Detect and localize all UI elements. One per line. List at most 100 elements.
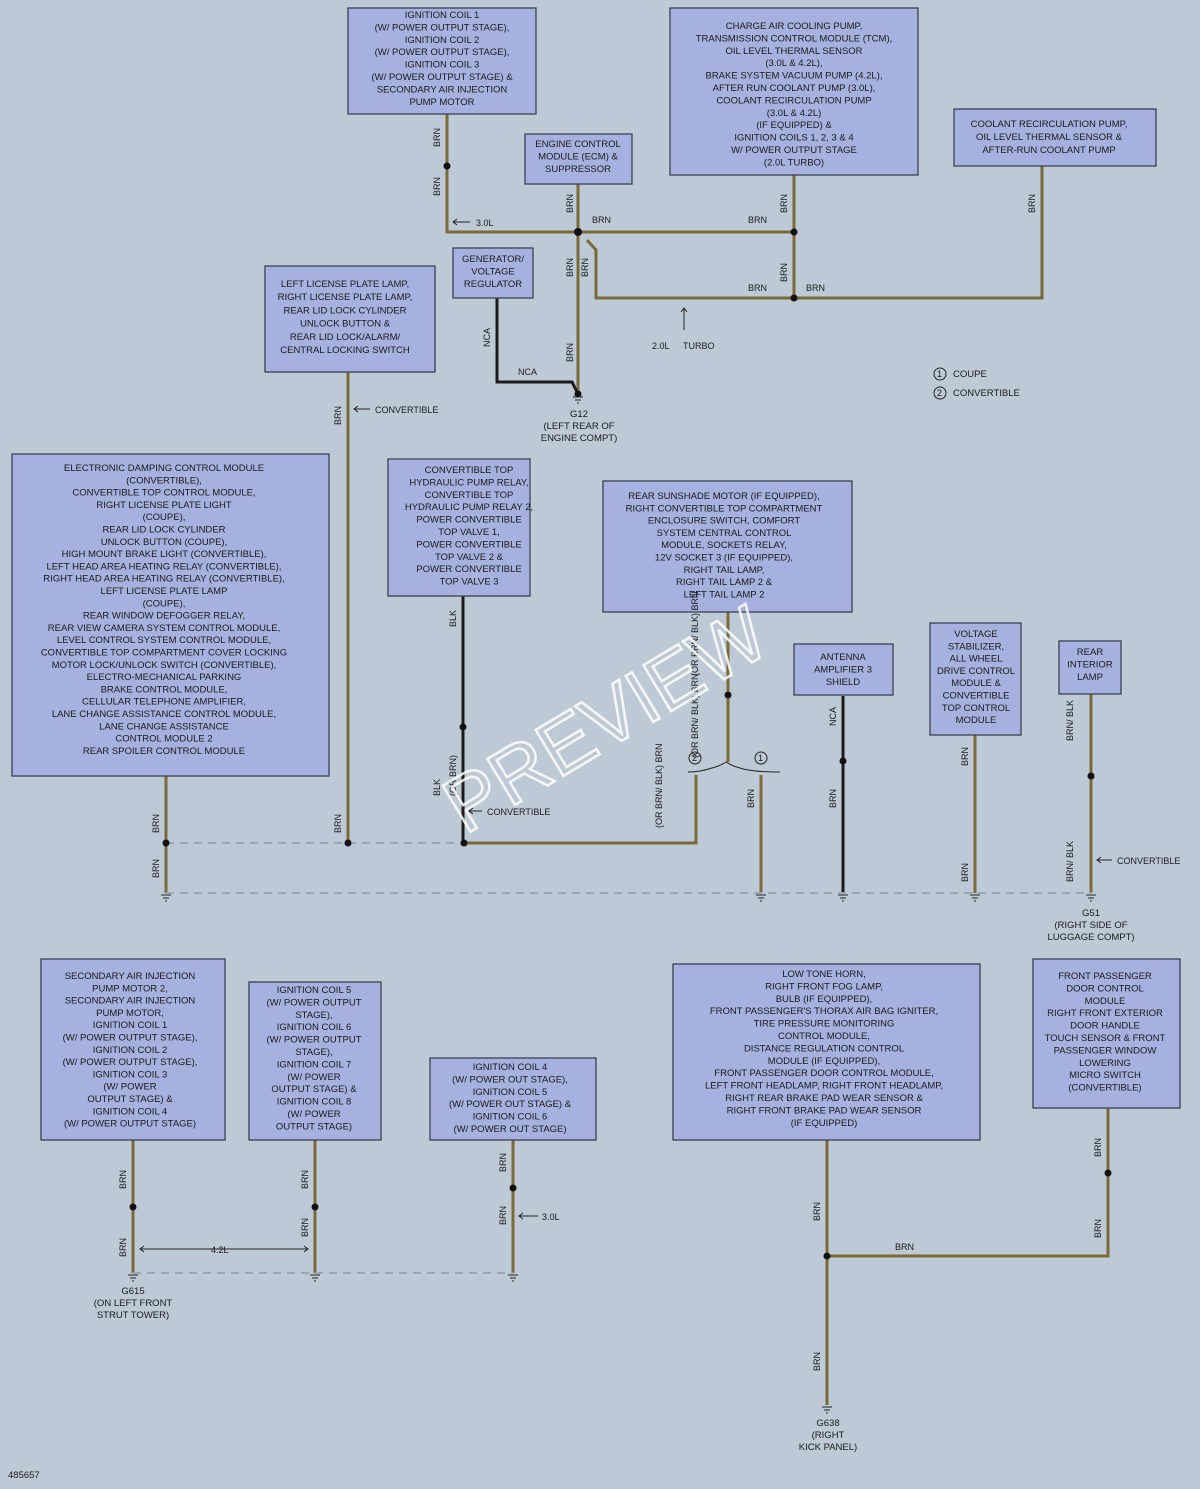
box-text-line: (W/ POWER <box>287 1072 340 1083</box>
box-text-line: BRAKE CONTROL MODULE, <box>101 684 228 695</box>
box-text-line: TOP VALVE 3 <box>440 577 499 588</box>
option-label-convertible: CONVERTIBLE <box>1117 856 1180 866</box>
wire-label: BRN <box>498 1153 508 1172</box>
box-text-line: OIL LEVEL THERMAL SENSOR & <box>976 132 1123 143</box>
box-text-line: LEFT FRONT HEADLAMP, RIGHT FRONT HEADLAM… <box>705 1081 943 1092</box>
box-text-line: IGNITION COIL 6 <box>277 1022 352 1033</box>
box-text-line: SYSTEM CENTRAL CONTROL <box>657 528 792 539</box>
option-number: 2 <box>692 753 697 763</box>
label-ignition-coil-4: IGNITION COIL 4(W/ POWER OUT STAGE),IGNI… <box>449 1062 572 1135</box>
box-text-line: MOTOR LOCK/UNLOCK SWITCH (CONVERTIBLE), <box>52 660 277 671</box>
option-label-3-0l: 3.0L <box>476 218 494 228</box>
wire-label: BRN <box>300 1218 310 1237</box>
ground-text-line: G12 <box>570 409 588 420</box>
wire-label: BRN <box>828 789 838 808</box>
box-text-line: MICRO SWITCH <box>1069 1070 1141 1081</box>
legend: 1 COUPE 2 CONVERTIBLE <box>933 367 1020 400</box>
box-text-line: (IF EQUIPPED) & <box>756 120 832 131</box>
ground-symbol-damping <box>161 894 171 902</box>
box-text-line: (2.0L TURBO) <box>764 157 824 168</box>
box-text-line: MODULE (ECM) & <box>538 152 618 163</box>
option-label-4-2l: 4.2L <box>211 1245 229 1255</box>
box-text-line: SUPPRESSOR <box>545 164 611 175</box>
box-text-line: TRANSMISSION CONTROL MODULE (TCM), <box>696 33 893 44</box>
option-label-convertible: CONVERTIBLE <box>375 405 438 415</box>
wire-label: (OR BRN/ BLK) BRN <box>690 591 700 676</box>
box-ecm <box>524 133 633 185</box>
box-text-line: COOLANT RECIRCULATION PUMP <box>716 95 871 106</box>
box-text-line: IGNITION COIL 7 <box>277 1059 352 1070</box>
box-text-line: PUMP MOTOR 2, <box>92 983 168 994</box>
wire-label: NCA <box>518 367 537 377</box>
label-charge-air-cooling: CHARGE AIR COOLING PUMP,TRANSMISSION CON… <box>696 21 893 168</box>
wire-label: BRN <box>580 258 590 277</box>
box-text-line: MODULE <box>1085 996 1126 1007</box>
box-text-line: OUTPUT STAGE) & <box>271 1084 357 1095</box>
box-ignition-coil-top <box>347 7 537 115</box>
box-text-line: RIGHT LICENSE PLATE LAMP, <box>278 292 413 303</box>
ground-symbol-voltage <box>970 894 980 902</box>
wire-label: NCA <box>482 328 492 347</box>
box-text-line: CELLULAR TELEPHONE AMPLIFIER, <box>82 697 246 708</box>
box-rear-interior-lamp <box>1058 640 1122 695</box>
box-text-line: (CONVERTIBLE) <box>1068 1083 1141 1094</box>
box-text-line: MODULE, SOCKETS RELAY, <box>661 540 787 551</box>
ground-symbol-sunshade <box>756 894 766 902</box>
box-text-line: TOP VALVE 2 & <box>435 552 504 563</box>
box-text-line: (CONVERTIBLE), <box>126 475 202 486</box>
box-text-line: IGNITION COIL 4 <box>93 1106 168 1117</box>
annotation-arrows <box>139 218 1112 1253</box>
wire-label: BRN <box>779 263 789 282</box>
box-text-line: FRONT PASSENGER'S THORAX AIR BAG IGNITER… <box>710 1006 938 1017</box>
box-text-line: SECONDARY AIR INJECTION <box>65 996 196 1007</box>
box-text-line: (W/ POWER OUTPUT STAGE), <box>375 47 510 58</box>
box-text-line: TOP CONTROL <box>942 703 1010 714</box>
ground-text-line: G51 <box>1082 908 1100 919</box>
box-text-line: REAR SPOILER CONTROL MODULE <box>83 746 245 757</box>
box-text-line: LEFT LICENSE PLATE LAMP <box>101 586 228 597</box>
box-text-line: W/ POWER OUTPUT STAGE <box>731 145 857 156</box>
wire-label: BRN <box>333 814 343 833</box>
box-text-line: LOW TONE HORN, <box>782 969 866 980</box>
ground-text-line: (ON LEFT FRONT <box>94 1298 173 1309</box>
wire-label: BRN <box>432 177 442 196</box>
box-secondary-air <box>40 958 226 1141</box>
label-license-plate: LEFT LICENSE PLATE LAMP,RIGHT LICENSE PL… <box>278 279 413 356</box>
ground-symbol-g638 <box>822 1406 832 1414</box>
box-text-line: ELECTRONIC DAMPING CONTROL MODULE <box>64 463 264 474</box>
box-rear-sunshade <box>602 480 853 613</box>
box-text-line: REAR WINDOW DEFOGGER RELAY, <box>83 611 245 622</box>
wire-label: BRN <box>118 1170 128 1189</box>
box-text-line: IGNITION COIL 6 <box>473 1112 548 1123</box>
box-text-line: HYDRAULIC PUMP RELAY, <box>409 477 528 488</box>
wire-label: BRN <box>812 1202 822 1221</box>
wire-label: BRN <box>151 859 161 878</box>
box-text-line: RIGHT FRONT BRAKE PAD WEAR SENSOR <box>727 1105 922 1116</box>
box-text-line: RIGHT FRONT FOG LAMP, <box>765 981 883 992</box>
box-text-line: OIL LEVEL THERMAL SENSOR <box>725 46 862 57</box>
box-convertible-top <box>387 458 531 597</box>
box-text-line: ANTENNA <box>820 652 866 663</box>
wire-label: BRN <box>333 406 343 425</box>
box-text-line: HIGH MOUNT BRAKE LIGHT (CONVERTIBLE), <box>62 549 267 560</box>
box-text-line: REAR SUNSHADE MOTOR (IF EQUIPPED), <box>628 491 819 502</box>
box-text-line: OUTPUT STAGE) & <box>87 1094 173 1105</box>
box-text-line: ALL WHEEL <box>950 654 1003 665</box>
box-text-line: MODULE (IF EQUIPPED), <box>768 1056 880 1067</box>
box-text-line: (COUPE), <box>143 512 186 523</box>
box-text-line: LEFT TAIL LAMP 2 <box>684 589 765 600</box>
box-text-line: DRIVE CONTROL <box>937 666 1015 677</box>
box-text-line: IGNITION COIL 5 <box>277 985 352 996</box>
box-text-line: (W/ POWER OUT STAGE) <box>453 1124 566 1135</box>
option-label-2-0l: 2.0L <box>652 341 670 351</box>
box-text-line: (W/ POWER OUTPUT STAGE), <box>375 22 510 33</box>
box-text-line: MODULE & <box>951 678 1001 689</box>
box-text-line: STAGE), <box>295 1010 332 1021</box>
box-text-line: SHIELD <box>826 677 860 688</box>
wire-label: (OR BRN/ BLK) BRN <box>690 673 700 758</box>
